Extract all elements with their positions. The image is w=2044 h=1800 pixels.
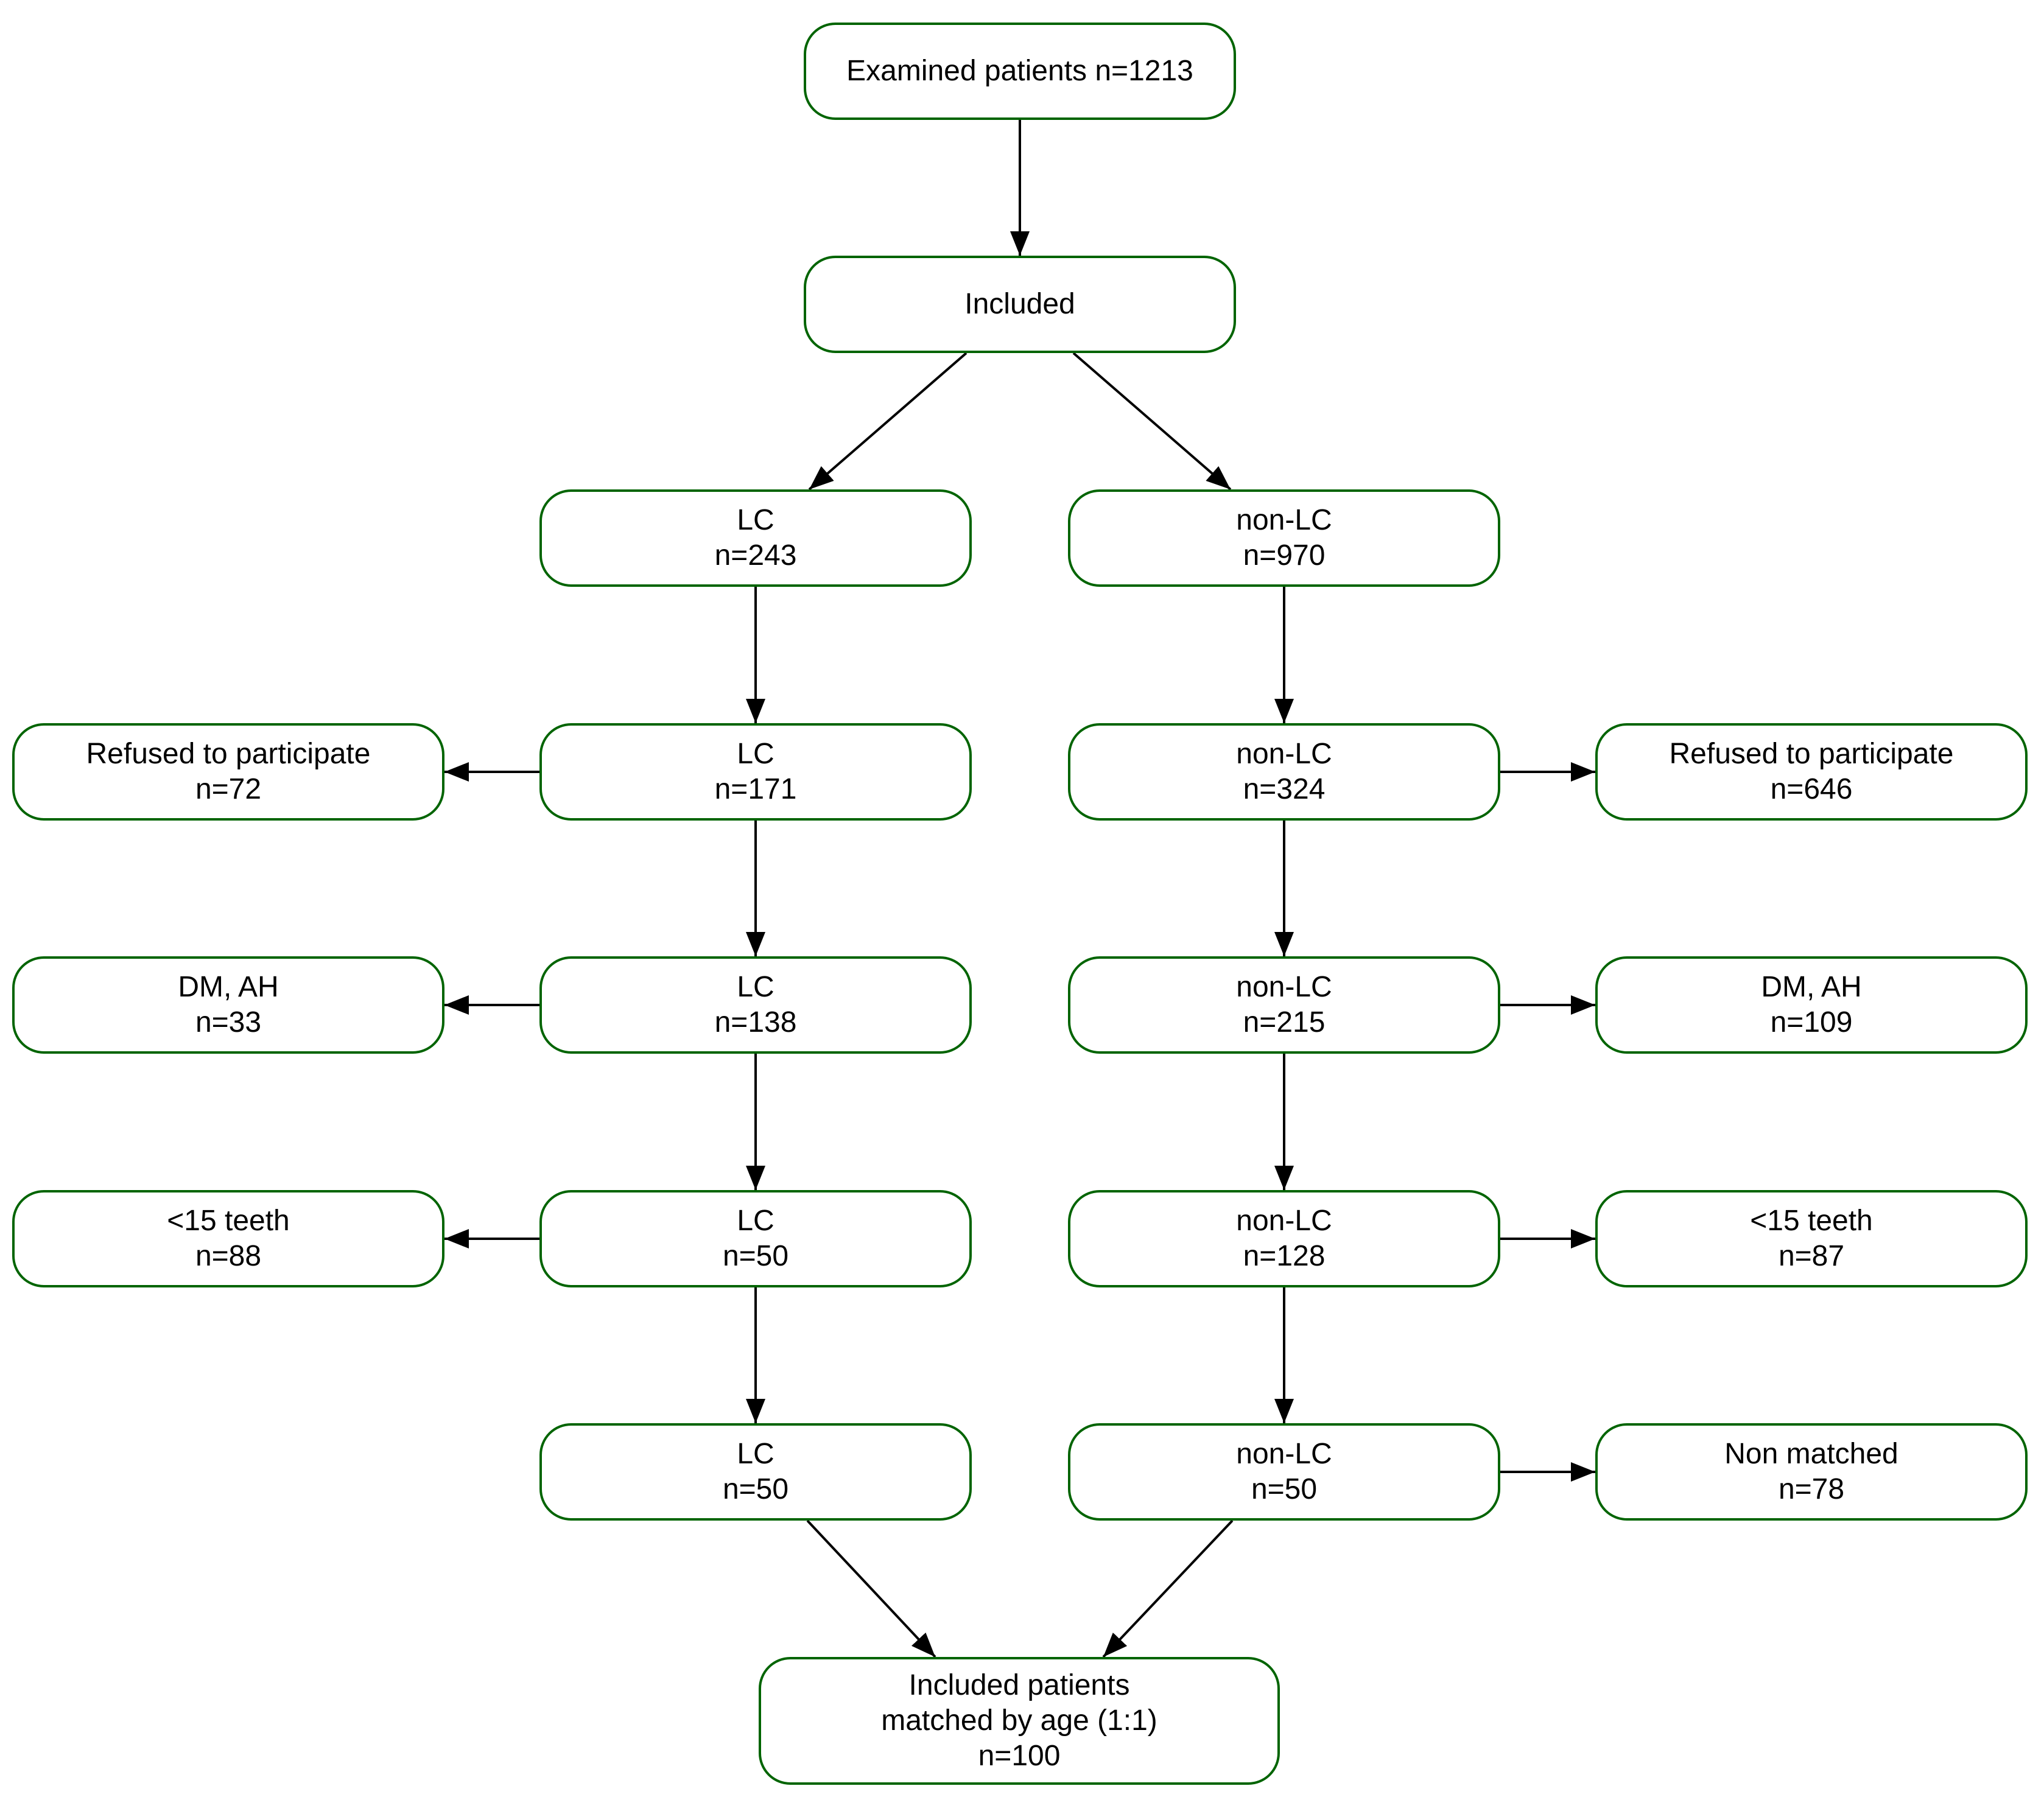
node-count: n=970 bbox=[1243, 539, 1326, 572]
node-line: LC bbox=[737, 1438, 774, 1470]
node-included: Included bbox=[804, 256, 1236, 353]
node-line: Refused to participate bbox=[86, 738, 371, 770]
node-count: n=50 bbox=[722, 1240, 789, 1272]
node-lc-171: LC n=171 bbox=[539, 723, 972, 821]
node-non-lc-215: non-LC n=215 bbox=[1068, 956, 1500, 1054]
node-non-lc-teeth: <15 teeth n=87 bbox=[1595, 1190, 2028, 1287]
edge-lc_5-to-final bbox=[806, 1519, 936, 1658]
node-included-matched: Included patients matched by age (1:1) n… bbox=[759, 1657, 1280, 1785]
node-count: n=87 bbox=[1778, 1240, 1845, 1272]
node-line: Refused to participate bbox=[1669, 738, 1954, 770]
node-non-lc-dm-ah: DM, AH n=109 bbox=[1595, 956, 2028, 1054]
node-line: Included bbox=[964, 288, 1075, 320]
node-line: DM, AH bbox=[178, 971, 279, 1003]
node-line: non-LC bbox=[1236, 504, 1332, 536]
node-line: LC bbox=[737, 504, 774, 536]
node-non-lc-324: non-LC n=324 bbox=[1068, 723, 1500, 821]
node-line: non-LC bbox=[1236, 1438, 1332, 1470]
node-non-lc-50: non-LC n=50 bbox=[1068, 1423, 1500, 1521]
node-count: n=243 bbox=[714, 539, 797, 572]
node-line: <15 teeth bbox=[1750, 1205, 1873, 1237]
edge-included-to-nonlc_1 bbox=[1072, 352, 1232, 491]
node-count: n=88 bbox=[195, 1240, 262, 1272]
node-line: Non matched bbox=[1724, 1438, 1898, 1470]
node-count: n=215 bbox=[1243, 1006, 1326, 1038]
node-count: n=50 bbox=[1251, 1473, 1318, 1505]
node-count: n=100 bbox=[978, 1740, 1061, 1772]
node-line: LC bbox=[737, 738, 774, 770]
node-lc-243: LC n=243 bbox=[539, 489, 972, 587]
node-line: matched by age (1:1) bbox=[881, 1704, 1157, 1737]
node-count: n=138 bbox=[714, 1006, 797, 1038]
node-non-matched: Non matched n=78 bbox=[1595, 1423, 2028, 1521]
node-line: LC bbox=[737, 1205, 774, 1237]
node-examined-patients: Examined patients n=1213 bbox=[804, 23, 1236, 120]
node-line: non-LC bbox=[1236, 1205, 1332, 1237]
edge-included-to-lc_1 bbox=[808, 352, 968, 491]
node-non-lc-refused: Refused to participate n=646 bbox=[1595, 723, 2028, 821]
node-lc-138: LC n=138 bbox=[539, 956, 972, 1054]
node-count: n=128 bbox=[1243, 1240, 1326, 1272]
node-line: Included patients bbox=[908, 1669, 1130, 1701]
node-line: non-LC bbox=[1236, 738, 1332, 770]
node-line: LC bbox=[737, 971, 774, 1003]
node-line: <15 teeth bbox=[167, 1205, 290, 1237]
node-non-lc-970: non-LC n=970 bbox=[1068, 489, 1500, 587]
node-line: DM, AH bbox=[1761, 971, 1862, 1003]
node-non-lc-128: non-LC n=128 bbox=[1068, 1190, 1500, 1287]
node-lc-dm-ah: DM, AH n=33 bbox=[12, 956, 444, 1054]
node-count: n=78 bbox=[1778, 1473, 1845, 1505]
node-count: n=33 bbox=[195, 1006, 262, 1038]
node-count: n=646 bbox=[1770, 773, 1853, 805]
node-count: n=50 bbox=[722, 1473, 789, 1505]
node-line: Examined patients n=1213 bbox=[846, 55, 1193, 87]
node-line: non-LC bbox=[1236, 971, 1332, 1003]
node-count: n=109 bbox=[1770, 1006, 1853, 1038]
edge-nonlc_5-to-final bbox=[1102, 1519, 1234, 1658]
node-count: n=171 bbox=[714, 773, 797, 805]
node-count: n=72 bbox=[195, 773, 262, 805]
node-lc-50-a: LC n=50 bbox=[539, 1190, 972, 1287]
node-count: n=324 bbox=[1243, 773, 1326, 805]
node-lc-refused: Refused to participate n=72 bbox=[12, 723, 444, 821]
node-lc-50-b: LC n=50 bbox=[539, 1423, 972, 1521]
node-lc-teeth: <15 teeth n=88 bbox=[12, 1190, 444, 1287]
